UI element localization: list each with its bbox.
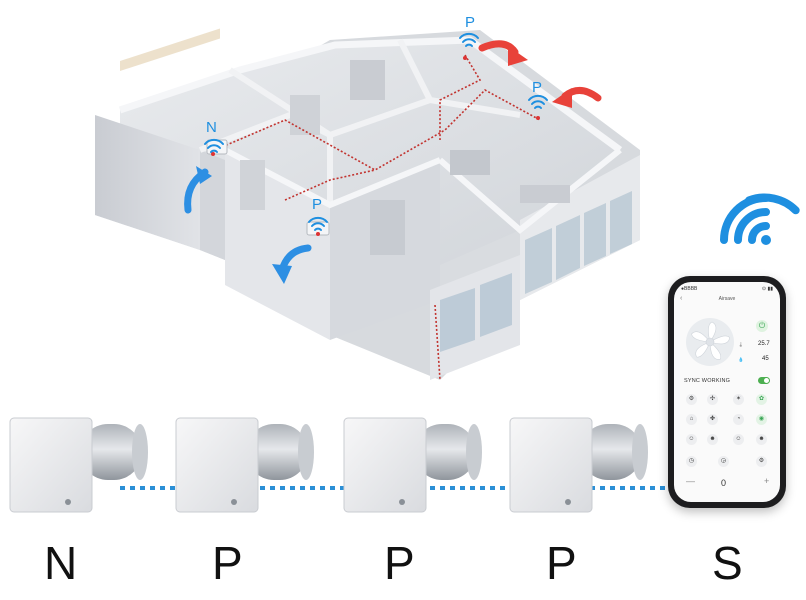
mode-schedule-icon[interactable]: ◉ (756, 414, 767, 425)
counter-value: 0 (721, 478, 727, 488)
user-1-icon[interactable]: ☺ (686, 434, 697, 445)
plan-tag-p-bottom: P (312, 196, 322, 213)
vent-unit-2 (175, 417, 314, 513)
vent-unit-4 (509, 417, 648, 513)
unit-label-p-2: P (384, 537, 415, 589)
plan-device-p-right (536, 116, 540, 120)
back-icon[interactable]: ‹ (680, 295, 683, 302)
increment-button[interactable]: + (764, 476, 770, 486)
user-2-icon[interactable]: ☻ (707, 434, 718, 445)
power-icon[interactable]: ⏻ (756, 320, 768, 332)
plan-tag-n: N (206, 119, 217, 136)
app-screen: ●BBBB ⊙ ▮▮ ‹ Airsave ⏻ 🌡 25.7 💧 45 SYNC … (674, 282, 780, 502)
vent-unit-3 (343, 417, 482, 513)
wifi-icon (720, 193, 800, 245)
unit-label-n: N (44, 537, 78, 589)
plan-tag-p-right: P (532, 79, 542, 96)
plan-tag-p-top: P (465, 14, 475, 31)
arrow-in-icon (552, 87, 602, 108)
speed-high-icon[interactable]: ◶ (718, 456, 729, 467)
unit-label-s: S (712, 537, 743, 589)
arrow-out-icon (478, 40, 528, 66)
smartphone: ●BBBB ⊙ ▮▮ ‹ Airsave ⏻ 🌡 25.7 💧 45 SYNC … (668, 276, 786, 508)
user-3-icon[interactable]: ☺ (733, 434, 744, 445)
sync-label: SYNC WORKING (684, 378, 731, 384)
mode-eco-icon[interactable]: ✿ (756, 394, 767, 405)
wifi-icon (204, 32, 548, 231)
mode-boost-icon[interactable]: ✤ (707, 414, 718, 425)
settings-icon[interactable]: ⚙ (756, 456, 767, 467)
sync-toggle[interactable] (758, 377, 770, 384)
decrement-button[interactable]: — (686, 476, 695, 486)
app-header: Airsave (718, 296, 736, 302)
humidity-value: 45 (762, 356, 769, 362)
mode-auto-icon[interactable]: ⚙ (686, 394, 697, 405)
speed-low-icon[interactable]: ◷ (686, 456, 697, 467)
status-bar-right: ⊙ ▮▮ (761, 286, 773, 292)
temperature-value: 25.7 (758, 341, 770, 347)
plan-device-n (206, 139, 228, 156)
arrow-out-icon (272, 244, 312, 284)
plan-device-p-top (463, 56, 467, 60)
apartment-model (95, 28, 640, 381)
fan-icon (686, 318, 734, 366)
unit-label-p-1: P (212, 537, 243, 589)
humidity-icon: 💧 (738, 357, 744, 362)
mode-home-icon[interactable]: ⌂ (686, 414, 697, 425)
mode-fan-icon[interactable]: ✣ (707, 394, 718, 405)
arrow-in-icon (184, 166, 212, 214)
unit-label-p-3: P (546, 537, 577, 589)
status-bar-left: ●BBBB (681, 286, 698, 292)
mode-night-icon[interactable]: ✶ (733, 394, 744, 405)
mode-timer-icon[interactable]: ◔ (733, 414, 744, 425)
user-4-icon[interactable]: ☻ (756, 434, 767, 445)
vent-unit-1 (9, 417, 148, 513)
temperature-icon: 🌡 (738, 342, 744, 347)
